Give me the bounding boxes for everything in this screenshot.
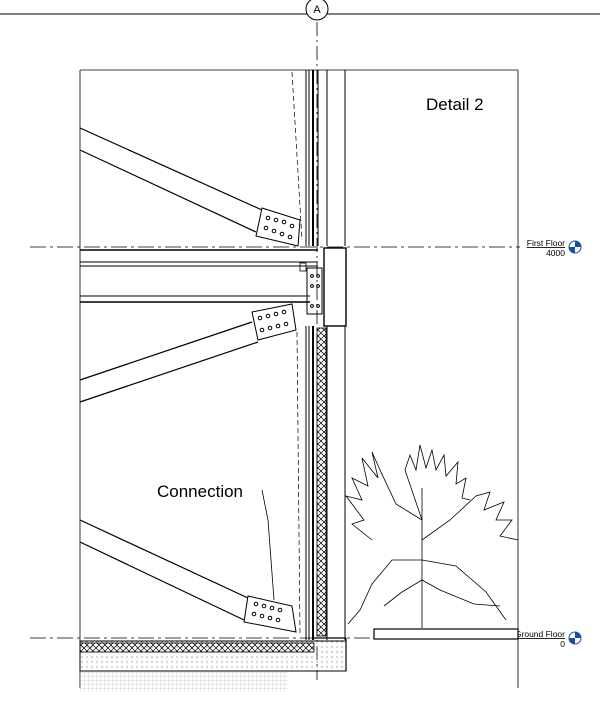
spandrel-panel xyxy=(323,247,347,327)
grid-label: A xyxy=(313,4,321,16)
connection-plate xyxy=(251,303,297,341)
level-name: First Floor xyxy=(527,238,565,248)
insulation-layer xyxy=(316,327,327,637)
dashed-line xyxy=(296,331,301,637)
level-marker-first-floor[interactable]: First Floor 4000 xyxy=(527,238,582,258)
level-marker-ground-floor[interactable]: Ground Floor 0 xyxy=(515,629,582,649)
leader-line xyxy=(261,489,275,601)
facade-wall xyxy=(305,70,346,640)
level-elevation: 0 xyxy=(560,639,565,649)
connection-plate xyxy=(243,595,297,633)
connection-annotation[interactable]: Connection xyxy=(157,482,243,501)
ground-slab xyxy=(79,637,347,691)
first-floor-slab xyxy=(80,249,323,315)
level-elevation: 4000 xyxy=(546,248,565,258)
dashed-line xyxy=(291,71,303,241)
connection-plate xyxy=(255,207,301,247)
exterior-paving xyxy=(373,628,519,640)
steel-braces xyxy=(79,127,263,621)
grid-bubble[interactable] xyxy=(305,0,329,21)
plant-entourage xyxy=(345,444,519,628)
level-name: Ground Floor xyxy=(515,629,565,639)
detail-title: Detail 2 xyxy=(426,95,484,114)
